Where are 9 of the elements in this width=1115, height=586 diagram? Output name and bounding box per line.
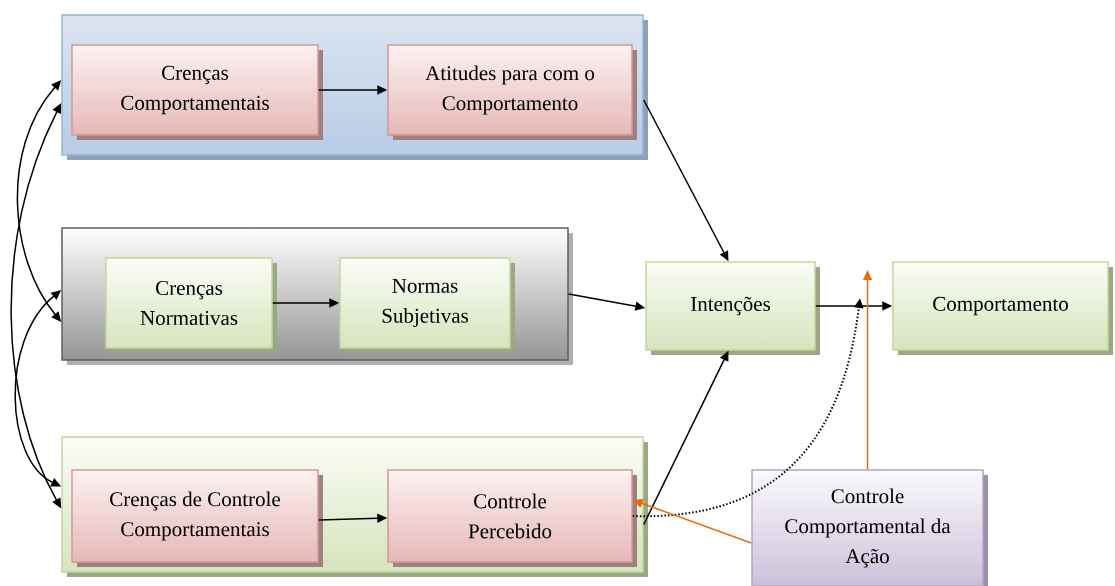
- process-box: Normas Subjetivas: [339, 257, 515, 353]
- process-box: Comportamento: [892, 261, 1113, 355]
- process-box: Controle Comportamental da Ação: [751, 469, 988, 586]
- process-box: Intenções: [645, 261, 820, 355]
- process-box: Crenças Comportamentais: [71, 44, 323, 140]
- process-box: Atitudes para com o Comportamento: [387, 44, 637, 140]
- process-box: Crenças de Controle Comportamentais: [71, 469, 323, 567]
- process-box: Crenças Normativas: [105, 257, 277, 353]
- process-box: Controle Percebido: [387, 469, 637, 567]
